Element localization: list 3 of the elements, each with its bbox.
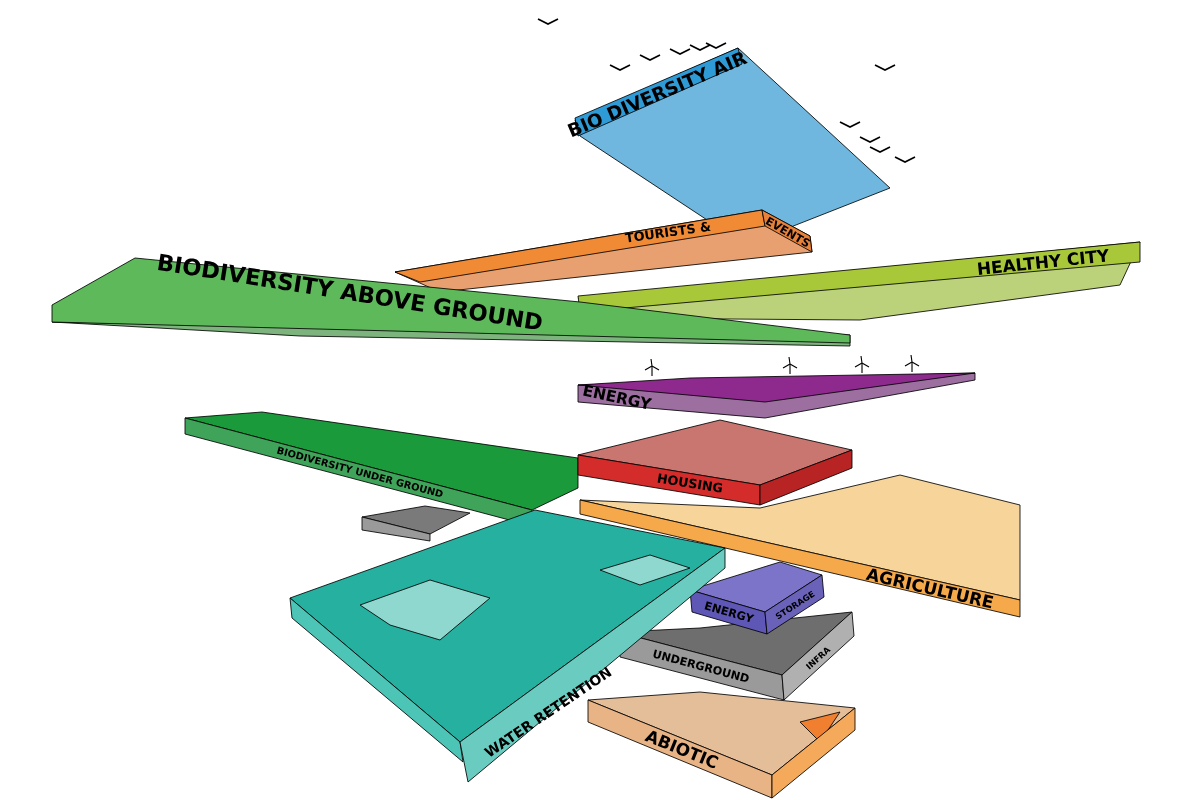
layer-slab <box>361 505 471 542</box>
layer-slab: ENERGY <box>577 372 976 419</box>
layer-slab: HOUSING <box>577 419 853 506</box>
